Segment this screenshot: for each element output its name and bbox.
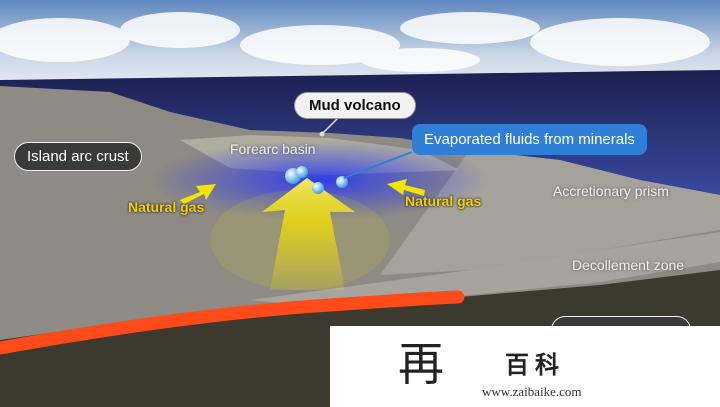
gas-wash [210,190,390,290]
watermark-url: www.zaibaike.com [482,384,582,399]
island-arc-crust-label: Island arc crust [14,142,142,171]
fluid-glow [150,140,490,220]
gas-arrow-main [262,178,355,290]
gas-arrow-left [180,184,216,204]
mud-volcano-pointer [321,117,339,135]
gas-arrow-right [387,179,425,196]
fluids-pointer [343,151,413,179]
natural-gas-left-label: Natural gas [128,199,205,215]
watermark-panel [330,326,720,407]
natural-gas-right-label: Natural gas [405,193,482,209]
watermark-name: 百科 [505,352,565,379]
fault-line [0,290,465,355]
bubble-2 [296,166,308,178]
bubble-3 [312,182,324,194]
bubble-4 [336,176,348,188]
mud-volcano-label: Mud volcano [294,92,416,119]
clouds [0,12,710,72]
forearc-basin-label: Forearc basin [230,141,316,157]
evaporated-fluids-label: Evaporated fluids from minerals [412,124,647,155]
accretionary-prism-label: Accretionary prism [553,183,669,199]
decollement-band [250,232,720,305]
watermark-logo: 再 [398,337,444,391]
decollement-zone-label: Decollement zone [572,257,685,273]
